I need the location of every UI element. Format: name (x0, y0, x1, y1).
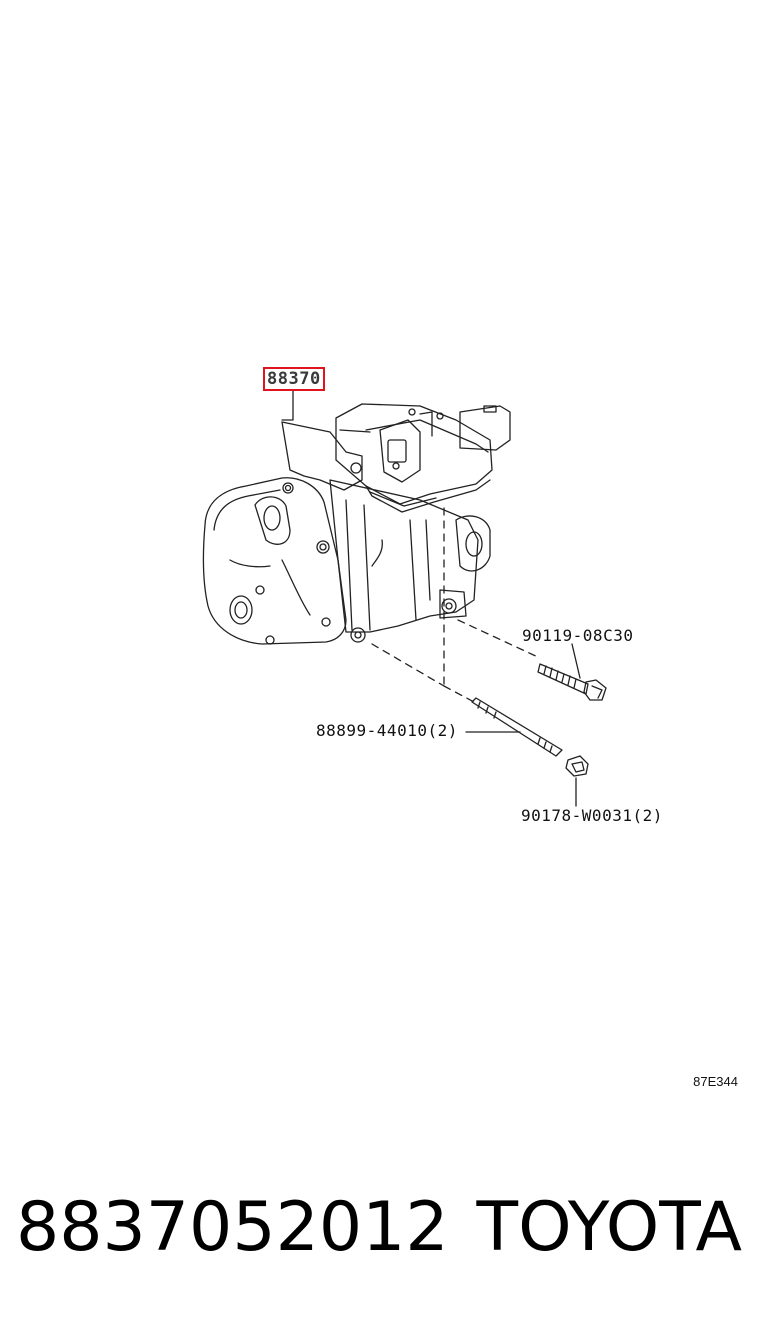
diagram-reference-code: 87E344 (693, 1074, 738, 1089)
ac-compressor-drawing (202, 403, 511, 645)
main-callout-leader (281, 388, 294, 421)
stud-bolt-drawing (465, 697, 563, 757)
flange-bolt-drawing (537, 643, 607, 701)
assembly-dashed-lines (371, 507, 541, 703)
callout-nut[interactable]: 90178-W0031(2) (521, 806, 663, 825)
compressor-diagram (202, 388, 607, 807)
callout-flange-bolt[interactable]: 90119-08C30 (522, 626, 634, 645)
brand-name: TOYOTA (476, 1188, 742, 1267)
footer: 8837052012 TOYOTA (0, 1188, 760, 1278)
nut-drawing (565, 755, 589, 807)
main-part-callout[interactable]: 88370 (263, 367, 325, 391)
callout-stud-bolt[interactable]: 88899-44010(2) (316, 721, 458, 740)
part-number: 8837052012 (16, 1188, 449, 1267)
